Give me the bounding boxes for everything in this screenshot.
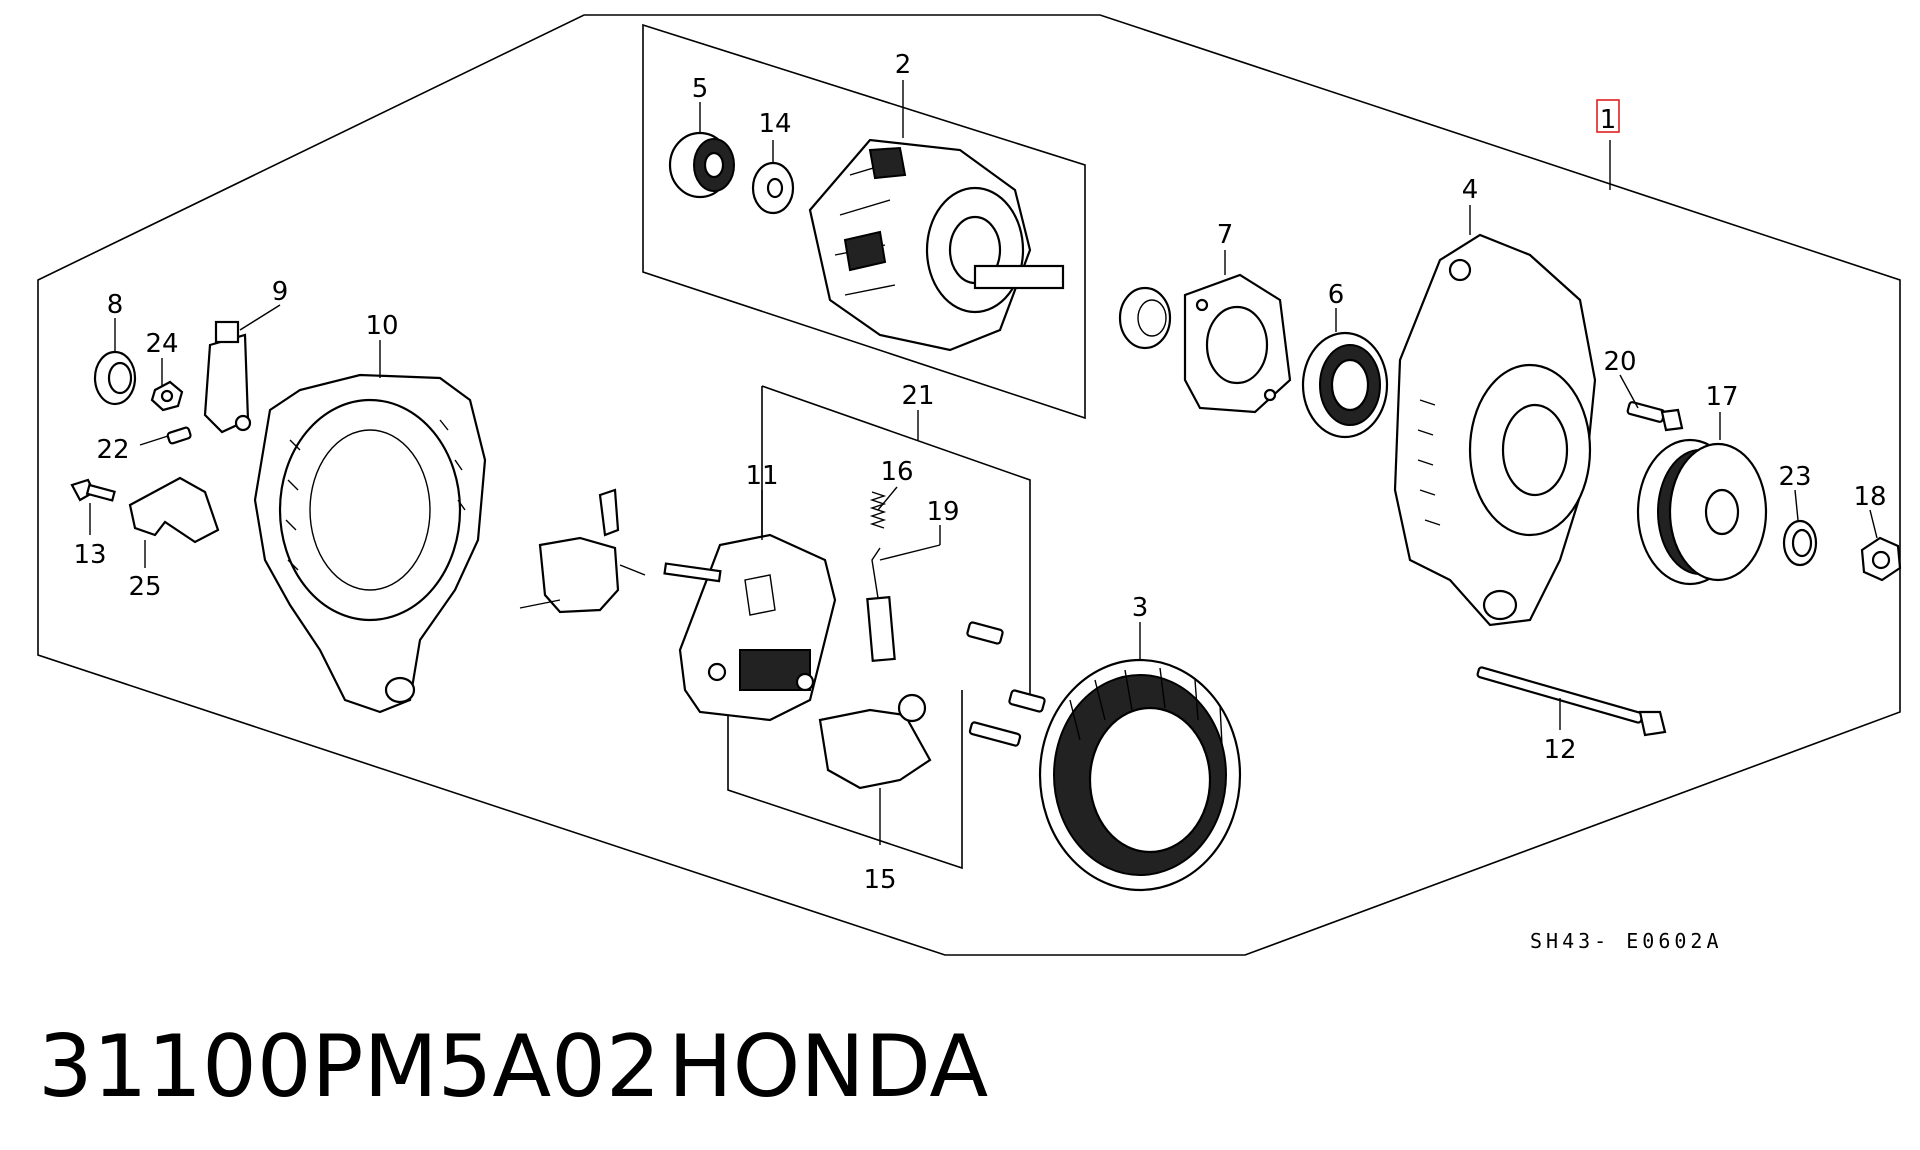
callout-11[interactable]: 11 <box>745 461 778 491</box>
part-11-brush-holder <box>663 533 837 722</box>
part-18-nut <box>1860 536 1902 582</box>
callout-24[interactable]: 24 <box>145 329 178 359</box>
callout-16[interactable]: 16 <box>880 457 913 487</box>
part-number: 31100PM5A02 <box>38 1017 661 1117</box>
leader-lines <box>89 80 1878 845</box>
brush-holder-bracket <box>761 385 1031 700</box>
callout-20[interactable]: 20 <box>1603 347 1636 377</box>
part-8-seal <box>93 350 137 406</box>
brand-name: HONDA <box>668 1017 988 1117</box>
part-20-bolt <box>1626 401 1684 432</box>
callout-4[interactable]: 4 <box>1462 175 1479 205</box>
callout-22[interactable]: 22 <box>96 435 129 465</box>
part-22-pin <box>166 426 192 445</box>
part-3-stator <box>1038 658 1242 892</box>
callout-14[interactable]: 14 <box>758 109 791 139</box>
diagram-reference-code: SH43- E0602A <box>1530 929 1723 953</box>
callout-15[interactable]: 15 <box>863 865 896 895</box>
part-brush-cover <box>519 488 646 614</box>
callout-10[interactable]: 10 <box>365 311 398 341</box>
part-21-screws <box>966 621 1046 747</box>
callout-17[interactable]: 17 <box>1705 382 1738 412</box>
callout-18[interactable]: 18 <box>1853 482 1886 512</box>
callout-9[interactable]: 9 <box>272 277 289 307</box>
callout-6[interactable]: 6 <box>1328 280 1345 310</box>
part-19-brush <box>866 547 896 663</box>
callout-2[interactable]: 2 <box>895 50 912 80</box>
part-14-washer <box>751 161 795 215</box>
assembly-boundary <box>37 14 1901 956</box>
part-23-lock-washer <box>1782 519 1818 567</box>
part-17-pulley <box>1636 438 1768 586</box>
part-2-rotor <box>808 138 1065 352</box>
part-7-retainer-plate <box>1118 273 1292 414</box>
part-5-bearing <box>668 131 735 199</box>
callout-12[interactable]: 12 <box>1543 735 1576 765</box>
callout-5[interactable]: 5 <box>692 74 709 104</box>
part-6-bearing <box>1301 331 1389 439</box>
callout-1-highlight-box <box>1596 99 1620 133</box>
callout-8[interactable]: 8 <box>107 290 124 320</box>
part-24-nut <box>150 380 184 412</box>
callout-7[interactable]: 7 <box>1217 220 1234 250</box>
part-13-bolt <box>70 478 116 502</box>
callout-19[interactable]: 19 <box>926 497 959 527</box>
part-10-rear-housing <box>253 373 487 714</box>
callout-1[interactable]: 1 <box>1600 105 1617 135</box>
part-25-stay <box>128 476 220 544</box>
part-4-drive-end-housing <box>1393 233 1597 627</box>
rotor-group-box <box>642 23 1086 420</box>
callout-13[interactable]: 13 <box>73 540 106 570</box>
callout-3[interactable]: 3 <box>1132 593 1149 623</box>
part-9-terminal <box>203 320 252 434</box>
part-12-through-bolt <box>1476 666 1667 737</box>
part-15-insulator <box>818 693 932 790</box>
callout-25[interactable]: 25 <box>128 572 161 602</box>
brush-holder-bracket-bottom <box>727 690 963 870</box>
callout-23[interactable]: 23 <box>1778 462 1811 492</box>
callout-21[interactable]: 21 <box>901 381 934 411</box>
